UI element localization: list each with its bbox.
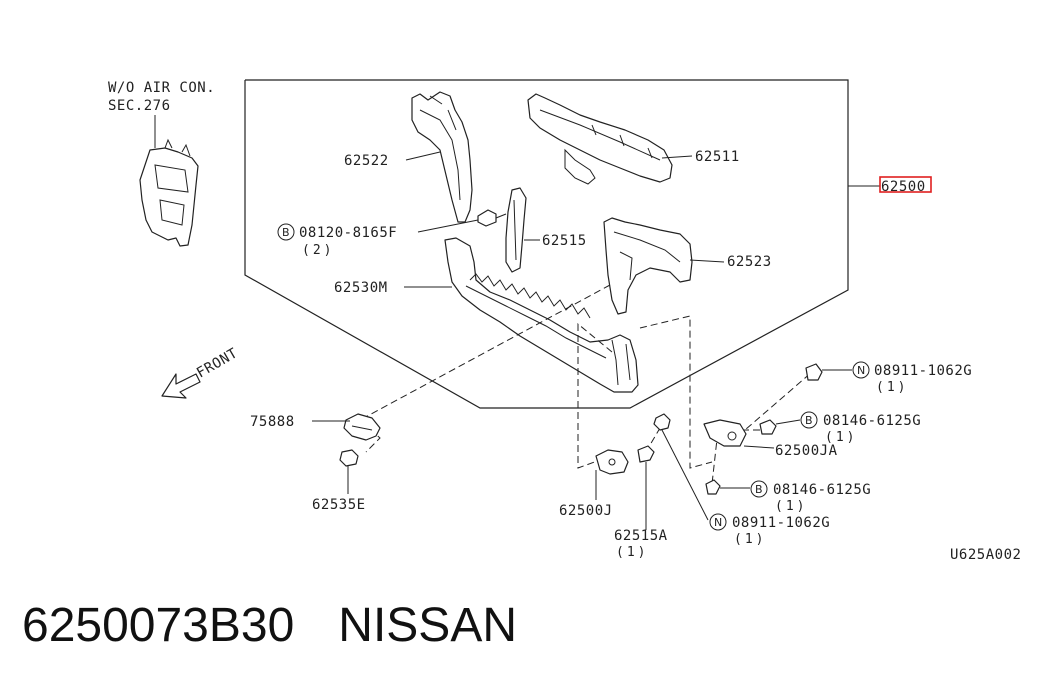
bolt-08146-lower: [705, 479, 721, 495]
label-62535E: 62535E: [312, 497, 366, 513]
part-number: 6250073B30: [22, 599, 295, 652]
label-62522: 62522: [344, 153, 389, 169]
label-nut2: 08911-1062G: [732, 515, 830, 531]
marker-b-2: B: [805, 414, 813, 427]
nut-08911-right: [805, 363, 823, 381]
brand-name: NISSAN: [338, 599, 517, 652]
note-line2: SEC.276: [108, 98, 171, 114]
front-arrow-icon: [161, 373, 201, 399]
label-62511: 62511: [695, 149, 740, 165]
label-62515: 62515: [542, 233, 587, 249]
highlight-box: [879, 176, 932, 193]
label-bolt3: 08146-6125G: [773, 482, 871, 498]
note-line1: W/O AIR CON.: [108, 80, 215, 96]
label-bolt3-qty: (1): [775, 499, 807, 514]
part-62530M: [444, 237, 639, 393]
part-62511: [527, 93, 673, 185]
part-62523: [603, 217, 693, 315]
label-62523: 62523: [727, 254, 772, 270]
label-bolt2-qty: (1): [825, 430, 857, 445]
part-62522: [411, 91, 473, 223]
bracket-sec276: [139, 138, 199, 247]
label-nut1: 08911-1062G: [874, 363, 972, 379]
diagram-code: U625A002: [950, 547, 1021, 563]
label-62515A: 62515A: [614, 528, 668, 544]
part-75888: [343, 413, 381, 441]
label-62500: 62500: [881, 179, 926, 195]
label-62500J: 62500J: [559, 503, 613, 519]
label-nut2-qty: (1): [734, 532, 766, 547]
label-62500JA: 62500JA: [775, 443, 838, 459]
part-62500JA: [703, 419, 747, 447]
assembly-frame: [244, 79, 849, 409]
marker-b-1: B: [282, 226, 290, 239]
label-62515A-qty: (1): [616, 545, 648, 560]
nut-08911-center: [653, 413, 671, 431]
label-front: FRONT: [194, 345, 241, 381]
bolt-08146-upper: [759, 419, 777, 435]
part-62535E: [339, 449, 359, 467]
label-62530M: 62530M: [334, 280, 388, 296]
marker-n-1: N: [857, 364, 865, 377]
bolt-08120: [477, 209, 507, 227]
label-bolt1-qty: (2): [302, 243, 334, 258]
marker-n-2: N: [714, 516, 722, 529]
label-nut1-qty: (1): [876, 380, 908, 395]
label-bolt2: 08146-6125G: [823, 413, 921, 429]
label-bolt1: 08120-8165F: [299, 225, 397, 241]
part-footer: 6250073B30 NISSAN: [22, 598, 561, 653]
part-62500J: [595, 449, 629, 475]
part-62515A: [637, 445, 655, 463]
part-62515: [505, 187, 527, 273]
label-75888: 75888: [250, 414, 295, 430]
marker-b-3: B: [755, 483, 763, 496]
